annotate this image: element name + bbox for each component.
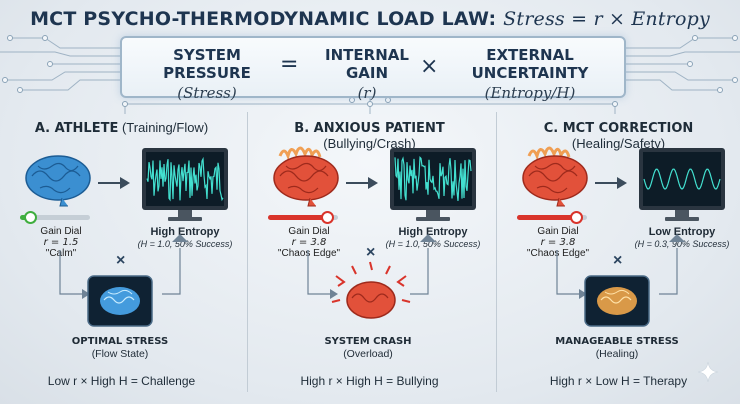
circuit-lines <box>0 35 740 114</box>
title-formula: Stress = r × Entropy <box>503 8 710 30</box>
panel-divider <box>247 112 248 392</box>
panel-title: B. ANXIOUS PATIENT (Bullying/Crash) <box>248 120 491 151</box>
panel-title: A. ATHLETE (Training/Flow) <box>0 120 243 136</box>
entropy-label: Low Entropy (H = 0.3, 90% Success) <box>622 226 740 250</box>
gain-dial-label: Gain Dial r = 3.8 "Chaos Edge" <box>503 226 613 259</box>
equation-term-gain: INTERNAL GAIN (r) <box>302 46 432 102</box>
gain-dial-label: Gain Dial r = 1.5 "Calm" <box>6 226 116 259</box>
panel-mct-correction: C. MCT CORRECTION (Healing/Safety) Gain … <box>497 0 740 404</box>
outcome-label: SYSTEM CRASH (Overload) <box>303 336 433 360</box>
brain-icon <box>522 146 588 207</box>
outcome-label: OPTIMAL STRESS (Flow State) <box>55 336 185 360</box>
gain-dial-line1: Gain Dial <box>288 226 330 237</box>
arrow-icon <box>595 177 627 189</box>
brain-icon <box>25 155 91 207</box>
panel-subheading: (Training/Flow) <box>121 120 209 135</box>
monitor-icon <box>639 148 725 221</box>
entropy-title: High Entropy <box>150 226 220 238</box>
equation-box: SYSTEM PRESSURE (Stress) = INTERNAL GAIN… <box>120 36 626 102</box>
gain-dial-line2: r = 1.5 <box>43 237 79 248</box>
flow-arrows <box>59 234 188 299</box>
sparkle-icon <box>697 361 719 383</box>
entropy-title: Low Entropy <box>648 226 716 238</box>
flow-arrows <box>307 234 436 299</box>
gain-dial-line3: "Calm" <box>45 248 77 259</box>
outcome-sub: (Healing) <box>595 348 639 360</box>
gain-dial-line1: Gain Dial <box>40 226 82 237</box>
entropy-sub: (H = 1.0, 50% Success) <box>385 239 481 249</box>
crash-brain-icon <box>331 261 411 319</box>
panel-heading: B. ANXIOUS PATIENT <box>294 121 445 136</box>
outcome-brain-icon <box>584 275 650 327</box>
panel-divider <box>496 112 497 392</box>
gain-dial-line2: r = 3.8 <box>540 237 576 248</box>
term-sub: (Entropy/H) <box>484 84 576 102</box>
gain-slider <box>517 211 587 224</box>
panel-heading: C. MCT CORRECTION <box>543 121 694 136</box>
outcome-sub: (Overload) <box>343 348 393 360</box>
term-label: INTERNAL GAIN <box>325 46 409 82</box>
arrow-icon <box>98 177 130 189</box>
monitor-icon <box>142 148 228 221</box>
outcome-title: MANAGEABLE STRESS <box>555 336 679 347</box>
term-label: SYSTEM PRESSURE <box>163 46 251 82</box>
multiply-icon: × <box>366 244 376 261</box>
multiply-icon: × <box>116 252 126 269</box>
panel-title: C. MCT CORRECTION (Healing/Safety) <box>497 120 740 151</box>
outcome-title: SYSTEM CRASH <box>324 336 412 347</box>
arrow-icon <box>346 177 378 189</box>
outcome-sub: (Flow State) <box>91 348 149 360</box>
entropy-label: High Entropy (H = 1.0, 50% Success) <box>125 226 245 250</box>
gain-dial-line3: "Chaos Edge" <box>526 248 590 259</box>
case-formula: High r × Low H = Therapy <box>549 374 688 388</box>
panel-anxious-patient: B. ANXIOUS PATIENT (Bullying/Crash) Gain… <box>248 0 491 404</box>
monitor-icon <box>390 148 476 221</box>
gain-slider <box>20 211 90 224</box>
panel-athlete: A. ATHLETE (Training/Flow) Gain Dial r =… <box>0 0 243 404</box>
panel-subheading: (Bullying/Crash) <box>323 136 416 151</box>
equation-term-stress: SYSTEM PRESSURE (Stress) <box>132 46 282 102</box>
term-label: EXTERNAL UNCERTAINTY <box>471 46 589 82</box>
term-sub: (Stress) <box>177 84 237 102</box>
gain-slider <box>268 211 338 224</box>
brain-icon <box>273 146 339 207</box>
equation-term-uncertainty: EXTERNAL UNCERTAINTY (Entropy/H) <box>438 46 622 102</box>
multiply-sign: × <box>420 54 439 79</box>
case-formula: High r × High H = Bullying <box>300 374 439 388</box>
entropy-sub: (H = 1.0, 50% Success) <box>137 239 233 249</box>
entropy-title: High Entropy <box>398 226 468 238</box>
equals-sign: = <box>280 52 299 77</box>
multiply-icon: × <box>613 252 623 269</box>
case-formula: Low r × High H = Challenge <box>47 374 196 388</box>
term-sub: (r) <box>357 84 377 102</box>
entropy-label: High Entropy (H = 1.0, 50% Success) <box>373 226 493 250</box>
flow-arrows <box>556 234 685 299</box>
title-text: MCT PSYCHO-THERMODYNAMIC LOAD LAW: <box>30 8 504 30</box>
entropy-sub: (H = 0.3, 90% Success) <box>634 239 730 249</box>
outcome-brain-icon <box>87 275 153 327</box>
gain-dial-line3: "Chaos Edge" <box>277 248 341 259</box>
outcome-label: MANAGEABLE STRESS (Healing) <box>552 336 682 360</box>
panel-subheading: (Healing/Safety) <box>571 136 666 151</box>
gain-dial-line2: r = 3.8 <box>291 237 327 248</box>
gain-dial-line1: Gain Dial <box>537 226 579 237</box>
panel-heading: A. ATHLETE <box>34 121 119 136</box>
page-title: MCT PSYCHO-THERMODYNAMIC LOAD LAW: Stres… <box>0 8 740 30</box>
gain-dial-label: Gain Dial r = 3.8 "Chaos Edge" <box>254 226 364 259</box>
outcome-title: OPTIMAL STRESS <box>71 336 169 347</box>
